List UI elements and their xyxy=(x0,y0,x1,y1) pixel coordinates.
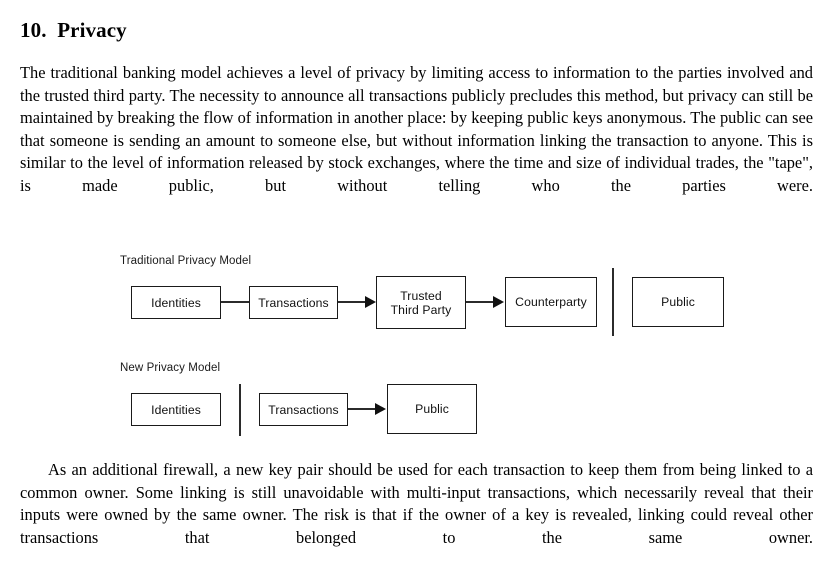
node-transactions-traditional[interactable]: Transactions xyxy=(249,286,338,319)
arrow-right-icon xyxy=(493,296,504,308)
node-identities-traditional[interactable]: Identities xyxy=(131,286,221,319)
node-public-new-model[interactable]: Public xyxy=(387,384,477,434)
node-public-traditional[interactable]: Public xyxy=(632,277,724,327)
arrow-right-icon xyxy=(365,296,376,308)
diagram-label-new-model: New Privacy Model xyxy=(120,362,221,374)
node-label: Identities xyxy=(151,295,201,310)
node-identities-new-model[interactable]: Identities xyxy=(131,393,221,426)
connector-transactions-to-public xyxy=(348,408,376,410)
node-label: Identities xyxy=(151,402,201,417)
connector-transactions-to-trusted-third-party xyxy=(338,301,366,303)
node-label-line2: Third Party xyxy=(390,302,452,317)
node-trusted-third-party[interactable]: Trusted Third Party xyxy=(376,276,466,329)
node-label: Transactions xyxy=(258,295,329,310)
node-label: Public xyxy=(415,402,449,416)
diagram-label-traditional: Traditional Privacy Model xyxy=(120,255,252,267)
paragraph-intro: The traditional banking model achieves a… xyxy=(20,63,813,195)
privacy-boundary-divider-new-model xyxy=(239,384,241,436)
node-label: Counterparty xyxy=(515,295,587,309)
privacy-boundary-divider-traditional xyxy=(612,268,614,336)
node-label: Public xyxy=(661,295,695,309)
node-label-line1: Trusted xyxy=(400,288,442,303)
paragraph-firewall: As an additional firewall, a new key pai… xyxy=(20,460,813,547)
node-label: Transactions xyxy=(268,402,339,417)
arrow-right-icon xyxy=(375,403,386,415)
connector-identities-to-transactions xyxy=(221,301,249,303)
node-counterparty[interactable]: Counterparty xyxy=(505,277,597,327)
connector-trusted-third-party-to-counterparty xyxy=(466,301,494,303)
node-transactions-new-model[interactable]: Transactions xyxy=(259,393,348,426)
page-title: 10. Privacy xyxy=(20,18,127,42)
